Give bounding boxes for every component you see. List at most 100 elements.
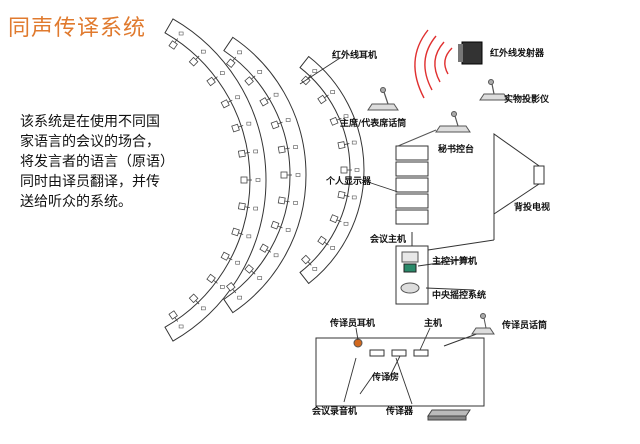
seat-display [253, 206, 258, 211]
delegate-unit [226, 281, 237, 294]
seat-display [293, 145, 298, 149]
seat-display [330, 246, 335, 250]
rear-projection-tv [493, 133, 545, 240]
seat-display [285, 228, 291, 232]
delegate-unit [231, 123, 244, 133]
delegate-unit [317, 235, 329, 246]
interpretation-booth [315, 313, 495, 407]
label-display: 个人显示器 [325, 175, 372, 187]
chair-microphone [367, 87, 399, 111]
ir-emitter-icon [458, 41, 483, 65]
label-ir-headset: 红外线耳机 [332, 49, 377, 61]
delegate-unit [188, 55, 200, 67]
seat-display [273, 253, 279, 258]
label-ir-emitter: 红外线发射器 [490, 47, 545, 59]
label-main-unit: 主机 [424, 317, 442, 329]
delegate-unit [259, 243, 272, 253]
seating-band-3 [299, 55, 365, 285]
seat-display [201, 49, 206, 54]
delegate-unit [168, 310, 179, 322]
seat-display [351, 140, 357, 145]
delegate-unit [240, 176, 252, 184]
seat-display [285, 118, 291, 122]
seat-display [255, 178, 261, 182]
label-interp-device: 传译器 [385, 405, 414, 417]
seat-display [257, 70, 263, 74]
conference-host [395, 232, 495, 305]
delegate-unit [168, 38, 179, 50]
seat-display [178, 31, 184, 36]
label-booth: 传译房 [371, 371, 399, 383]
seat-display [220, 285, 225, 289]
secretary-console [397, 111, 471, 147]
seat-display [235, 260, 240, 265]
personal-display [395, 209, 429, 225]
delegate-unit [329, 116, 342, 126]
personal-display [395, 177, 429, 193]
seat-display [235, 95, 240, 100]
seat-display [351, 195, 357, 200]
seat-display [354, 168, 360, 172]
seat-display [178, 324, 184, 329]
delegate-unit [280, 171, 292, 179]
delegate-unit [270, 120, 283, 130]
personal-display [395, 161, 429, 177]
label-interp-headset: 传译员耳机 [329, 317, 375, 329]
seat-display [293, 201, 298, 205]
seat-display [330, 90, 335, 94]
seat-display [312, 69, 318, 73]
label-host: 会议主机 [370, 233, 406, 245]
personal-display [395, 193, 429, 209]
delegate-unit [206, 273, 218, 284]
delegate-unit [237, 202, 250, 211]
seat-display [220, 71, 225, 75]
seating-band-2 [223, 36, 307, 314]
label-projector: 实物投影仪 [504, 93, 550, 105]
seat-display [246, 121, 252, 126]
label-chair-mic: 主席/代表席话筒 [340, 117, 406, 129]
seat-display [312, 267, 318, 271]
seat-display [201, 306, 206, 311]
seat-display [237, 295, 242, 300]
delegate-unit [340, 166, 352, 174]
delegate-unit [188, 293, 200, 305]
seat-display [273, 92, 279, 97]
label-interp-mic: 传译员话筒 [501, 319, 547, 331]
delegate-unit [337, 190, 350, 199]
projector-icon [479, 79, 509, 101]
delegate-unit [317, 94, 329, 105]
seat-display [237, 50, 242, 55]
seat-display [343, 221, 349, 226]
delegate-unit [277, 196, 290, 205]
label-rear-tv: 背投电视 [514, 201, 550, 213]
delegate-unit [329, 214, 342, 224]
delegate-unit [220, 251, 233, 261]
seat-display [257, 276, 263, 280]
seat-display [295, 173, 301, 177]
label-central-control: 中央摇控系统 [432, 289, 486, 301]
leader-lines [299, 57, 475, 405]
delegate-unit [244, 264, 256, 275]
delegate-unit [206, 76, 218, 87]
delegate-unit [237, 149, 250, 158]
delegate-unit [244, 75, 256, 86]
system-description: 该系统是在使用不同国家语言的会议的场合，将发言者的语言（原语）同时由译员翻译，并… [20, 114, 167, 210]
delegate-unit [259, 97, 272, 107]
delegate-unit [277, 145, 290, 154]
label-master-pc: 主控计算机 [432, 255, 477, 267]
page-title: 同声传译系统 [8, 16, 147, 41]
ir-waves [414, 29, 453, 99]
interpreter-device-icon [427, 409, 471, 421]
delegate-unit [270, 220, 283, 230]
personal-display [395, 145, 429, 161]
delegate-unit [231, 227, 244, 237]
seating-arcs [164, 18, 429, 342]
delegate-unit [300, 254, 312, 266]
label-recorder: 会议录音机 [312, 405, 357, 417]
seat-display [343, 114, 349, 119]
seat-display [246, 234, 252, 239]
delegate-unit [220, 99, 233, 109]
delegate-unit [337, 141, 350, 150]
delegate-unit [226, 56, 237, 69]
